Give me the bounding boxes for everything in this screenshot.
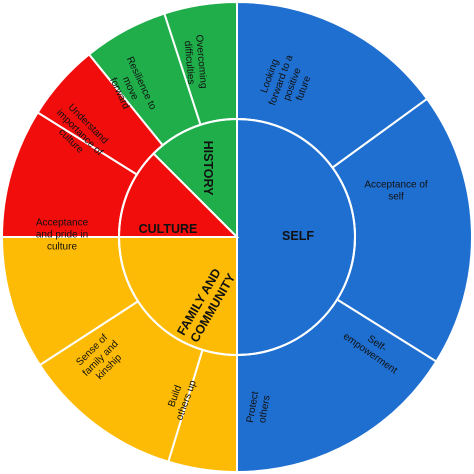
inner-label-history: HISTORY <box>201 141 215 197</box>
outer-label-looking-forward: Lookingforward to apositivefuture <box>256 49 318 115</box>
outer-label-protect-others: Protectothers <box>245 390 273 425</box>
inner-ring-border <box>118 118 356 356</box>
inner-label-self: SELF <box>282 229 314 243</box>
outer-label-overcoming-difficulties: Overcomingdifficulties <box>181 34 209 90</box>
inner-label-culture: CULTURE <box>139 222 198 236</box>
